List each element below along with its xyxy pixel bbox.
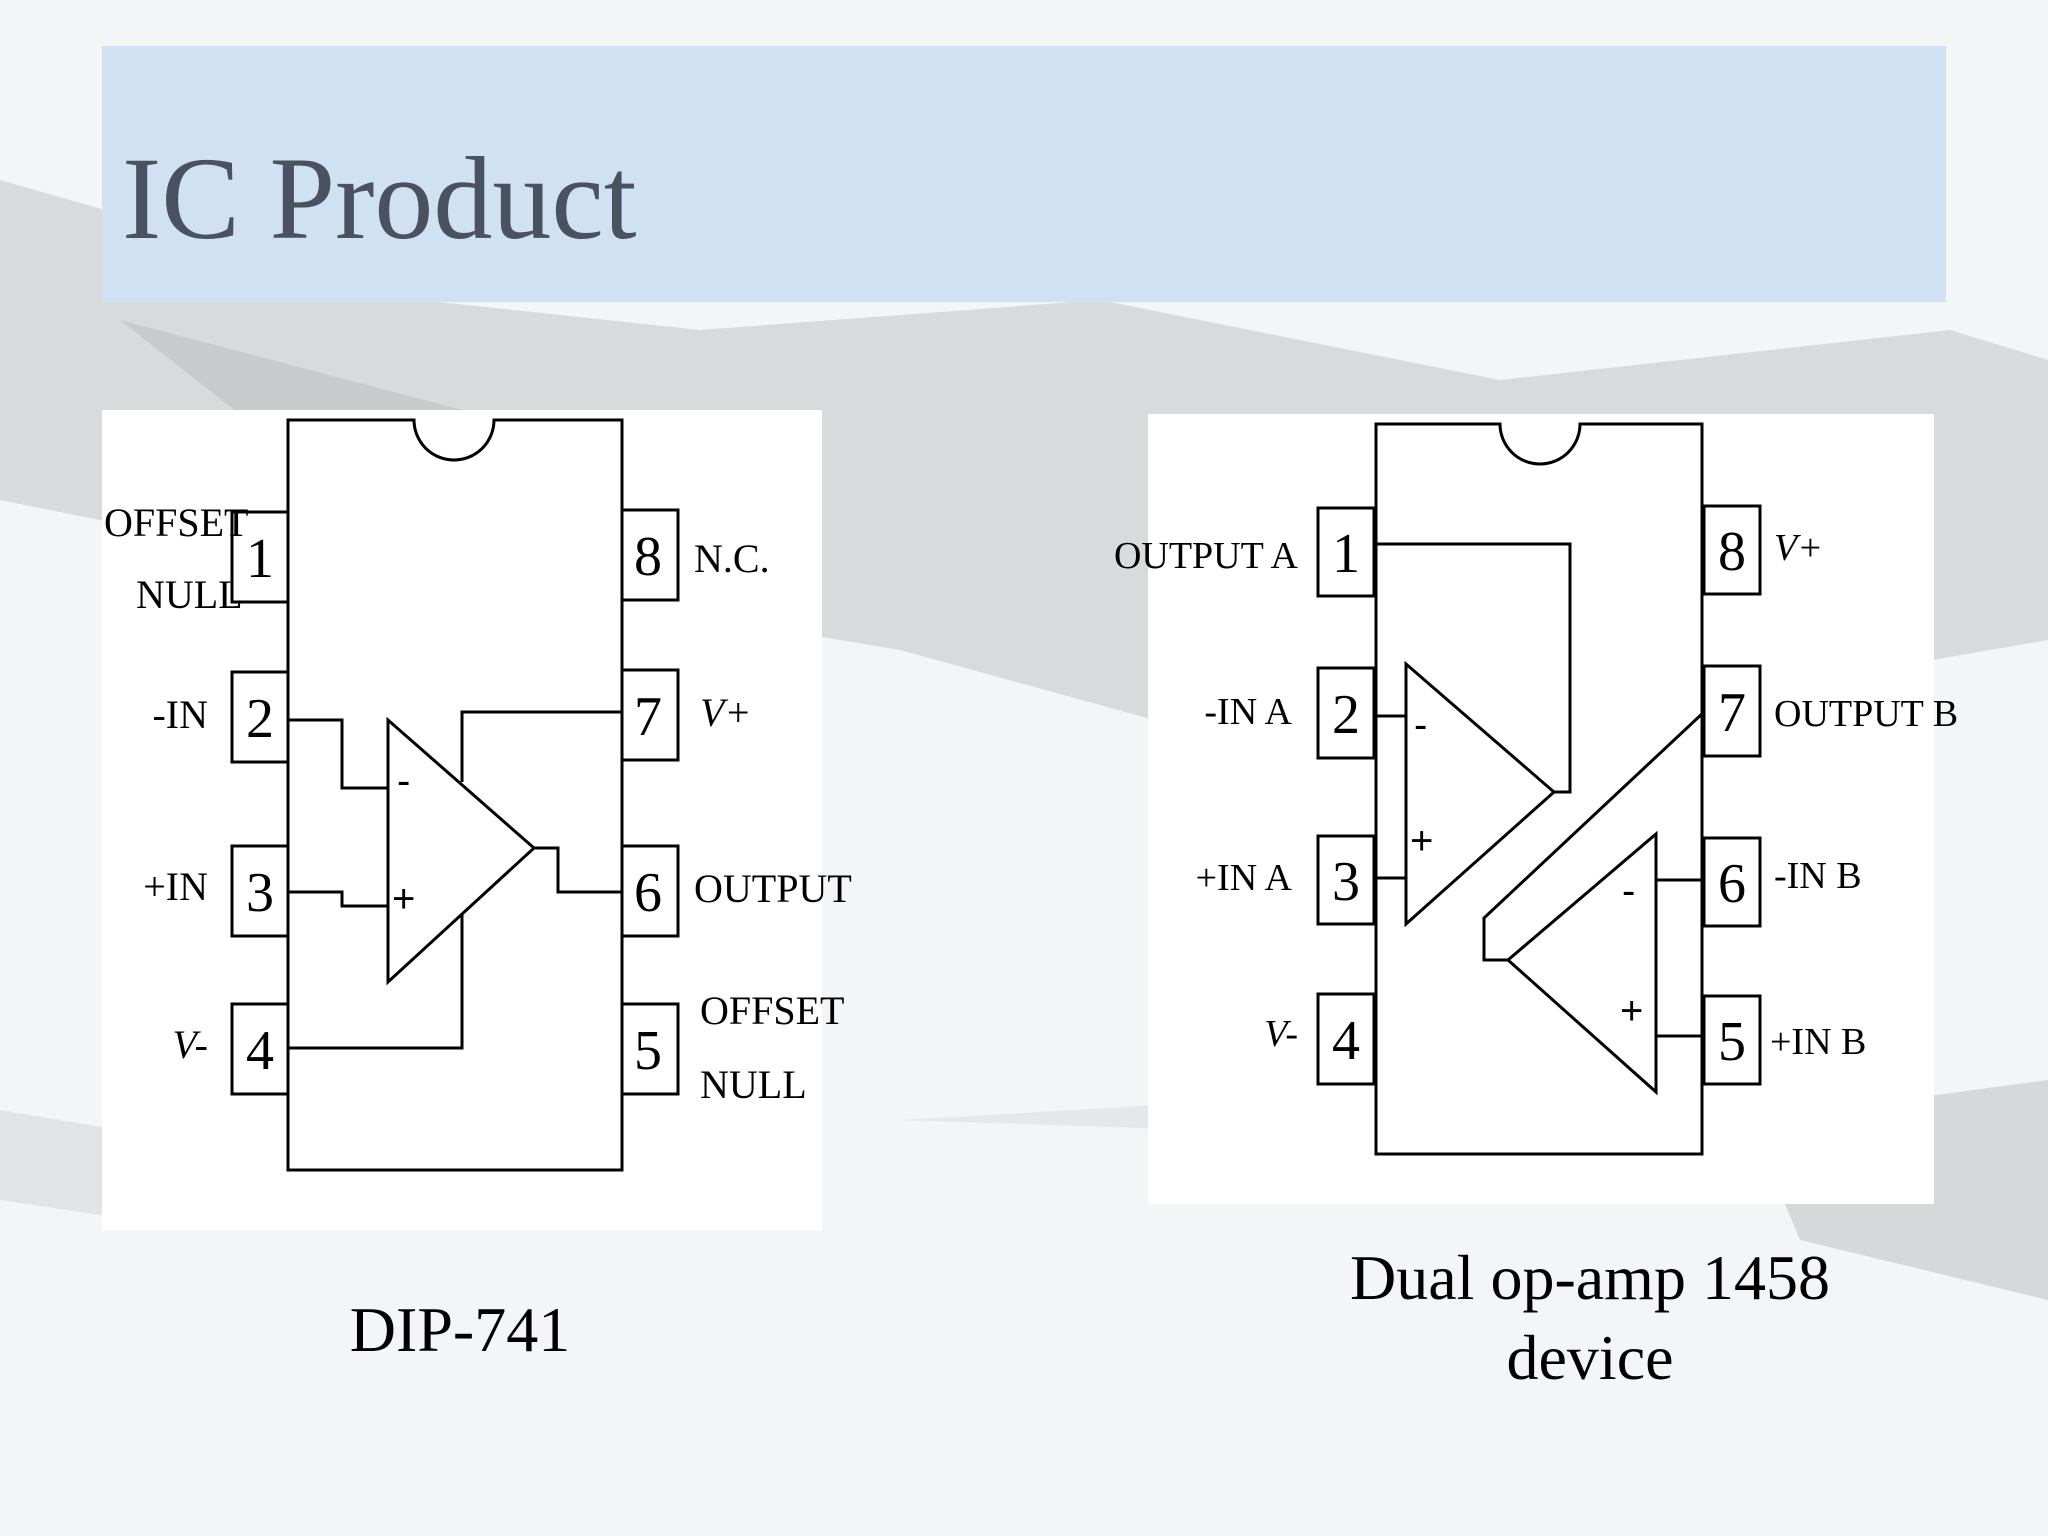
dip741-diagram: - + 1 2 3 4 5 6 7 8 OFFSET NULL -IN +IN … xyxy=(102,410,852,1230)
dip741-pin1-box xyxy=(230,510,290,604)
dual1458-pin1-box xyxy=(1316,506,1376,598)
dual1458-pin1-number: 1 xyxy=(1332,523,1360,585)
dual1458-pin7-number: 7 xyxy=(1718,682,1746,744)
dual1458-pin6-label: -IN B xyxy=(1774,855,1862,897)
dual1458-pin5-box xyxy=(1702,994,1762,1086)
dual1458-pin4-label: V- xyxy=(1264,1013,1298,1055)
dual1458-opamp-b-symbol xyxy=(1505,830,1658,1096)
slide-title: IC Product xyxy=(122,133,637,264)
dual1458-pin6-number: 6 xyxy=(1718,853,1746,915)
dual1458-pin2-label: -IN A xyxy=(1204,691,1292,733)
dip741-pin4-label: V- xyxy=(172,1022,208,1067)
dip741-pin7-box xyxy=(620,668,680,762)
dip741-pin3-number: 3 xyxy=(246,862,274,924)
dual1458-opamp-a-plus: + xyxy=(1410,819,1433,863)
dual1458-opamp-b-minus: - xyxy=(1622,869,1635,913)
dual1458-wire-output-b xyxy=(1482,710,1706,962)
dip741-pin5-box xyxy=(620,1002,680,1096)
dual1458-pin4-box xyxy=(1316,992,1376,1086)
dual1458-pin8-box xyxy=(1702,504,1762,596)
dip741-pin1-number: 1 xyxy=(246,528,274,590)
dip741-pin6-label: OUTPUT xyxy=(694,866,852,911)
dip741-caption: DIP-741 xyxy=(349,1294,571,1365)
dip741-pin2-label: -IN xyxy=(152,692,208,737)
title-band xyxy=(102,46,1946,302)
dual1458-pin3-box xyxy=(1316,834,1376,926)
dual1458-diagram: - + - + 1 2 3 4 5 6 7 8 OUTPUT A -IN A +… xyxy=(1114,414,1958,1204)
dual1458-caption-line1: Dual op-amp 1458 xyxy=(1350,1242,1830,1313)
dual1458-pin2-number: 2 xyxy=(1332,684,1360,746)
dip741-pin8-label: N.C. xyxy=(694,536,770,581)
dual1458-pin5-number: 5 xyxy=(1718,1011,1746,1073)
dual1458-pin7-label: OUTPUT B xyxy=(1774,693,1958,735)
dip741-pin3-label: +IN xyxy=(143,864,208,909)
dip741-wire-inverting xyxy=(288,718,388,790)
dual1458-opamp-a-minus: - xyxy=(1414,703,1427,747)
dual1458-package-body xyxy=(1374,422,1704,1156)
dual1458-pin4-number: 4 xyxy=(1332,1010,1360,1072)
dual1458-opamp-b-plus: + xyxy=(1620,989,1643,1033)
dip741-pin2-number: 2 xyxy=(246,688,274,750)
dip741-pin6-number: 6 xyxy=(634,862,662,924)
dip741-pin5-number: 5 xyxy=(634,1020,662,1082)
dip741-pin2-box xyxy=(230,670,290,764)
dual1458-pin3-number: 3 xyxy=(1332,851,1360,913)
dip741-wire-vplus xyxy=(460,710,622,782)
dual1458-pin7-box xyxy=(1702,664,1762,758)
dual1458-pin8-number: 8 xyxy=(1718,521,1746,583)
dip741-pin5-label-line1: OFFSET xyxy=(700,988,845,1033)
dip741-pin7-number: 7 xyxy=(634,686,662,748)
dual1458-pin1-label: OUTPUT A xyxy=(1114,535,1299,577)
dual1458-pin3-label: +IN A xyxy=(1196,857,1293,899)
dual1458-pin8-label: V+ xyxy=(1774,527,1823,569)
dip741-pin8-box xyxy=(620,508,680,602)
dip741-plus-sign: + xyxy=(392,877,415,921)
dual1458-panel xyxy=(1148,414,1934,1204)
dual1458-caption: Dual op-amp 1458 device xyxy=(1290,1238,1890,1398)
dip741-pin4-number: 4 xyxy=(246,1020,274,1082)
dip741-pin1-label-line2: NULL xyxy=(136,572,243,617)
dual1458-wire-output-a xyxy=(1374,542,1572,794)
dual1458-opamp-a-symbol xyxy=(1404,660,1557,928)
dual1458-pin5-label: +IN B xyxy=(1770,1021,1866,1063)
dual1458-pin2-box xyxy=(1316,666,1376,760)
dual1458-pin6-box xyxy=(1702,836,1762,928)
dip741-pin8-number: 8 xyxy=(634,526,662,588)
dual1458-caption-line2: device xyxy=(1506,1322,1674,1393)
dip741-pin5-label-line2: NULL xyxy=(700,1062,807,1107)
dip741-wire-vminus xyxy=(288,914,464,1050)
dip741-minus-sign: - xyxy=(397,759,410,803)
dip741-wire-noninverting xyxy=(288,890,388,908)
dip741-package-body xyxy=(286,418,624,1172)
dip741-panel xyxy=(102,410,822,1230)
dip741-pin7-label: V+ xyxy=(700,690,751,735)
dip741-pin1-label-line1: OFFSET xyxy=(104,500,249,545)
dip741-wire-output xyxy=(534,846,622,894)
